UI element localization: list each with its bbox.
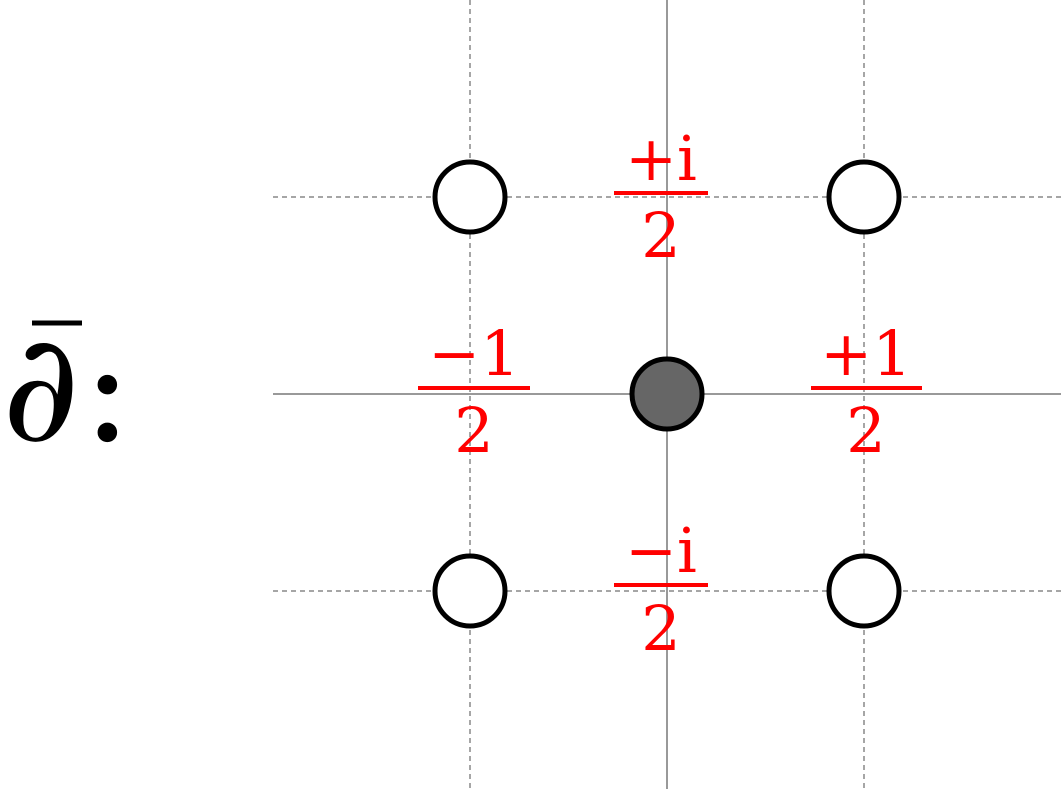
coefficient-right-denominator: 2: [846, 394, 885, 467]
coefficient-top-denominator: 2: [641, 199, 680, 272]
coefficient-right: +1 2: [811, 317, 922, 467]
operator-colon: :: [82, 302, 133, 476]
operator-symbol: ∂: [2, 302, 80, 476]
node-bottom-right: [826, 553, 902, 629]
coefficient-left: −1 2: [418, 317, 530, 467]
node-top-right: [826, 159, 902, 235]
node-center: [629, 356, 705, 432]
coefficient-top-numerator: +i: [625, 122, 697, 195]
coefficient-bottom: −i 2: [614, 514, 708, 665]
coefficient-bottom-denominator: 2: [641, 592, 680, 665]
coefficient-bottom-numerator: −i: [625, 514, 697, 587]
nodes: [432, 159, 902, 629]
node-top-left: [432, 159, 508, 235]
coefficient-right-numerator: +1: [820, 317, 911, 390]
node-bottom-left: [432, 553, 508, 629]
operator-label: ∂ :: [2, 302, 133, 476]
coefficient-left-denominator: 2: [454, 394, 493, 467]
coefficient-top: +i 2: [614, 122, 708, 272]
coefficient-left-numerator: −1: [428, 317, 519, 390]
